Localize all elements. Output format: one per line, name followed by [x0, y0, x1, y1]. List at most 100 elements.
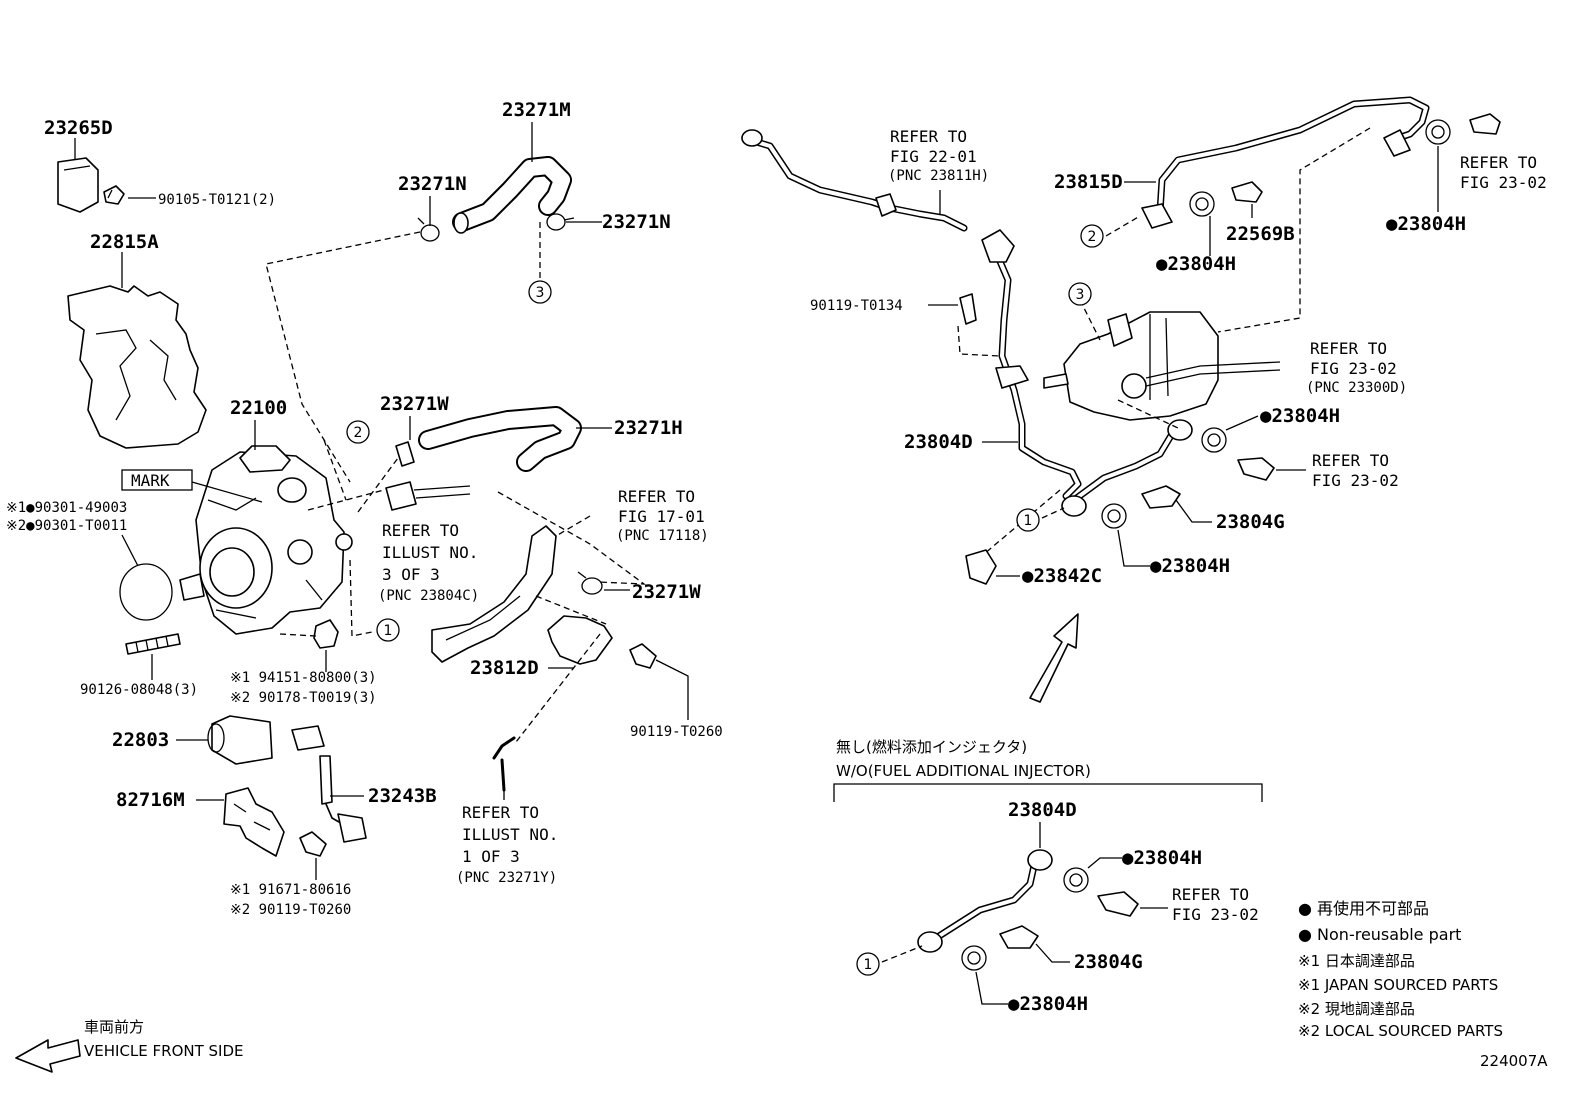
part-23271M-hose-drawing [452, 156, 572, 234]
svg-text:FIG 23-02: FIG 23-02 [1172, 905, 1259, 924]
part-94151-nut-drawing [313, 619, 339, 649]
part-injector-pump-drawing [1043, 311, 1281, 421]
part-label-23804H-variant: ●23804H [1122, 847, 1202, 869]
svg-text:ILLUST NO.: ILLUST NO. [382, 543, 478, 562]
part-label-90119-T0134: 90119-T0134 [810, 298, 903, 314]
svg-text:1 OF 3: 1 OF 3 [462, 847, 520, 866]
dashed-leaders-left [265, 222, 647, 743]
part-label-23804H: ●23804H [1260, 405, 1340, 427]
part-91671-bolt-drawing [299, 831, 327, 857]
callout-1: 1 [864, 957, 873, 973]
part-label-23271W: 23271W [632, 581, 701, 603]
part-label-23804H: ●23804H [1386, 213, 1466, 235]
part-label-23804G: 23804G [1216, 511, 1285, 533]
part-23271W-fitting-drawing [385, 441, 603, 595]
svg-text:※2 現地調達部品: ※2 現地調達部品 [1298, 1000, 1415, 1018]
part-label-90301-49003: ※1●90301-49003 [6, 500, 127, 516]
part-label-23243B: 23243B [368, 785, 437, 807]
leader [655, 659, 689, 720]
vehicle-front-arrow [15, 1039, 81, 1073]
part-label-23271N: 23271N [398, 173, 467, 195]
part-label-90178: ※2 90178-T0019(3) [230, 690, 377, 706]
part-label-23812D: 23812D [470, 657, 539, 679]
svg-text:REFER TO: REFER TO [1460, 153, 1537, 172]
part-label-23804H-variant: ●23804H [1008, 993, 1088, 1015]
svg-text:REFER TO: REFER TO [1310, 339, 1387, 358]
part-o-ring-drawing [119, 563, 173, 621]
part-label-23271M: 23271M [502, 99, 571, 121]
ref-fig-17-01: REFER TO FIG 17-01 (PNC 17118) [616, 487, 709, 544]
leader [1087, 857, 1122, 869]
leader [1117, 529, 1150, 567]
variant-label-jp: 無し(燃料添加インジェクタ) [836, 738, 1027, 756]
part-label-22569B: 22569B [1226, 223, 1295, 245]
part-label-22815A: 22815A [90, 231, 159, 253]
ref-fig-23-02: REFER TO FIG 23-02 (PNC 23300D) [1306, 339, 1407, 396]
callout-2: 2 [1088, 229, 1097, 245]
part-label-23804D-variant: 23804D [1008, 799, 1077, 821]
callout-circles [346, 224, 1104, 976]
part-label-22803: 22803 [112, 729, 169, 751]
svg-text:REFER TO: REFER TO [462, 803, 539, 822]
part-23812D-drawing [431, 525, 557, 663]
callout-1: 1 [384, 623, 393, 639]
part-gaskets-bolts-mid-drawing [1101, 427, 1275, 529]
svg-text:● Non-reusable part: ● Non-reusable part [1298, 925, 1461, 944]
callout-3: 3 [536, 285, 545, 301]
part-label-23804D: 23804D [904, 431, 973, 453]
svg-text:FIG 17-01: FIG 17-01 [618, 507, 705, 526]
svg-text:(PNC 23804C): (PNC 23804C) [378, 588, 479, 604]
svg-text:(PNC 23300D): (PNC 23300D) [1306, 380, 1407, 396]
svg-text:※1 日本調達部品: ※1 日本調達部品 [1298, 952, 1415, 970]
part-label-23271N: 23271N [602, 211, 671, 233]
part-label-90119-T0260-alt: ※2 90119-T0260 [230, 902, 351, 918]
variant-label-en: W/O(FUEL ADDITIONAL INJECTOR) [836, 762, 1091, 780]
part-23243B-drawing [291, 725, 367, 843]
part-pipe-23811H-drawing [741, 129, 968, 232]
part-label-90126: 90126-08048(3) [80, 682, 198, 698]
part-label-23804H: ●23804H [1156, 253, 1236, 275]
svg-text:FIG 23-02: FIG 23-02 [1460, 173, 1547, 192]
svg-text:ILLUST NO.: ILLUST NO. [462, 825, 558, 844]
svg-text:(PNC 17118): (PNC 17118) [616, 528, 709, 544]
ref-fig-22-01: REFER TO FIG 22-01 (PNC 23811H) [888, 127, 989, 184]
leader [121, 534, 139, 567]
part-82716M-drawing [223, 787, 285, 857]
callout-2: 2 [354, 425, 363, 441]
leader [1225, 415, 1259, 431]
leader [191, 481, 263, 503]
vehicle-front-label-en: VEHICLE FRONT SIDE [84, 1042, 244, 1060]
mark-label: MARK [131, 471, 170, 490]
direction-arrow [1029, 613, 1079, 703]
dashed-leader [881, 945, 923, 963]
part-label-23842C: ●23842C [1022, 565, 1102, 587]
part-90119-T0134-bolt-drawing [959, 293, 977, 325]
leader [1035, 943, 1070, 963]
ref-illust-1-of-3: REFER TO ILLUST NO. 1 OF 3 (PNC 23271Y) [456, 803, 558, 886]
part-23271H-hose-drawing [418, 406, 582, 472]
svg-text:3 OF 3: 3 OF 3 [382, 565, 440, 584]
part-23815D-pipe-drawing [1141, 96, 1430, 229]
svg-text:● 再使用不可部品: ● 再使用不可部品 [1298, 899, 1429, 918]
svg-text:※2 LOCAL SOURCED PARTS: ※2 LOCAL SOURCED PARTS [1298, 1022, 1503, 1040]
leader [1175, 499, 1212, 523]
ref-fig-23-02: REFER TO FIG 23-02 [1312, 451, 1399, 490]
part-22803-drawing [207, 715, 273, 765]
leader [975, 971, 1008, 1005]
legend: ● 再使用不可部品 ● Non-reusable part ※1 日本調達部品 … [1298, 899, 1503, 1040]
part-label-82716M: 82716M [116, 789, 185, 811]
ref-fig-23-02: REFER TO FIG 23-02 [1460, 153, 1547, 192]
part-label-23815D: 23815D [1054, 171, 1123, 193]
svg-text:REFER TO: REFER TO [382, 521, 459, 540]
figure-id: 224007A [1480, 1052, 1548, 1070]
svg-text:FIG 23-02: FIG 23-02 [1312, 471, 1399, 490]
part-label-90301-T0011: ※2●90301-T0011 [6, 518, 127, 534]
svg-text:REFER TO: REFER TO [1172, 885, 1249, 904]
part-pipe-end-drawing [492, 736, 516, 792]
svg-text:REFER TO: REFER TO [618, 487, 695, 506]
part-23804D-pipe-drawing [981, 229, 1193, 517]
part-90119-T0260-bolt-drawing [629, 643, 657, 669]
svg-text:FIG 23-02: FIG 23-02 [1310, 359, 1397, 378]
vehicle-front-label-jp: 車両前方 [84, 1018, 144, 1036]
